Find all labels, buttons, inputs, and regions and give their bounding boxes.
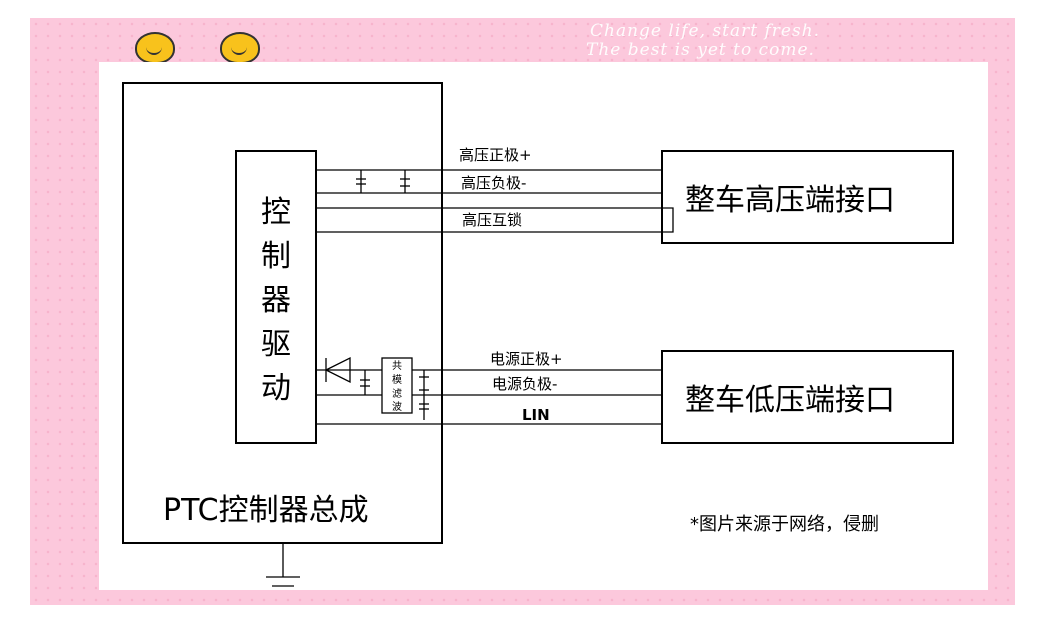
slogan: Change life, start fresh. The best is ye…	[586, 21, 821, 60]
label-pwr-neg: 电源负极-	[492, 375, 557, 393]
lv-interface-box	[661, 350, 954, 444]
label-hv-pos: 高压正极+	[459, 146, 532, 164]
driver-char: 驱	[261, 327, 291, 362]
driver-label: 控 制 器 驱 动	[261, 195, 291, 406]
diode-icon	[324, 356, 351, 384]
label-hv-neg: 高压负极-	[461, 174, 526, 192]
hv-interface-label: 整车高压端接口	[685, 183, 895, 218]
assembly-label: PTC控制器总成	[163, 493, 369, 528]
filter-char: 模	[392, 374, 402, 386]
smiley-icon	[220, 32, 260, 64]
slogan-line-2: The best is yet to come.	[586, 40, 815, 60]
driver-char: 制	[261, 239, 291, 274]
filter-label: 共 模 滤 波	[392, 360, 402, 413]
label-hv-interlock: 高压互锁	[462, 211, 522, 229]
interlock-loop	[662, 207, 674, 233]
label-lin: LIN	[522, 406, 550, 424]
common-mode-filter-box	[381, 357, 413, 414]
driver-char: 动	[261, 371, 291, 406]
driver-char: 器	[261, 283, 291, 318]
filter-char: 共	[392, 360, 402, 372]
hv-interface-box	[661, 150, 954, 244]
slogan-line-1: Change life, start fresh.	[590, 21, 821, 41]
wires	[266, 169, 674, 587]
filter-char: 滤	[392, 387, 402, 400]
lv-interface-label: 整车低压端接口	[685, 383, 895, 418]
driver-char: 控	[261, 195, 291, 230]
driver-box	[235, 150, 317, 444]
filter-char: 波	[392, 400, 402, 413]
source-note: *图片来源于网络，侵删	[690, 514, 879, 535]
label-pwr-pos: 电源正极+	[490, 350, 563, 368]
